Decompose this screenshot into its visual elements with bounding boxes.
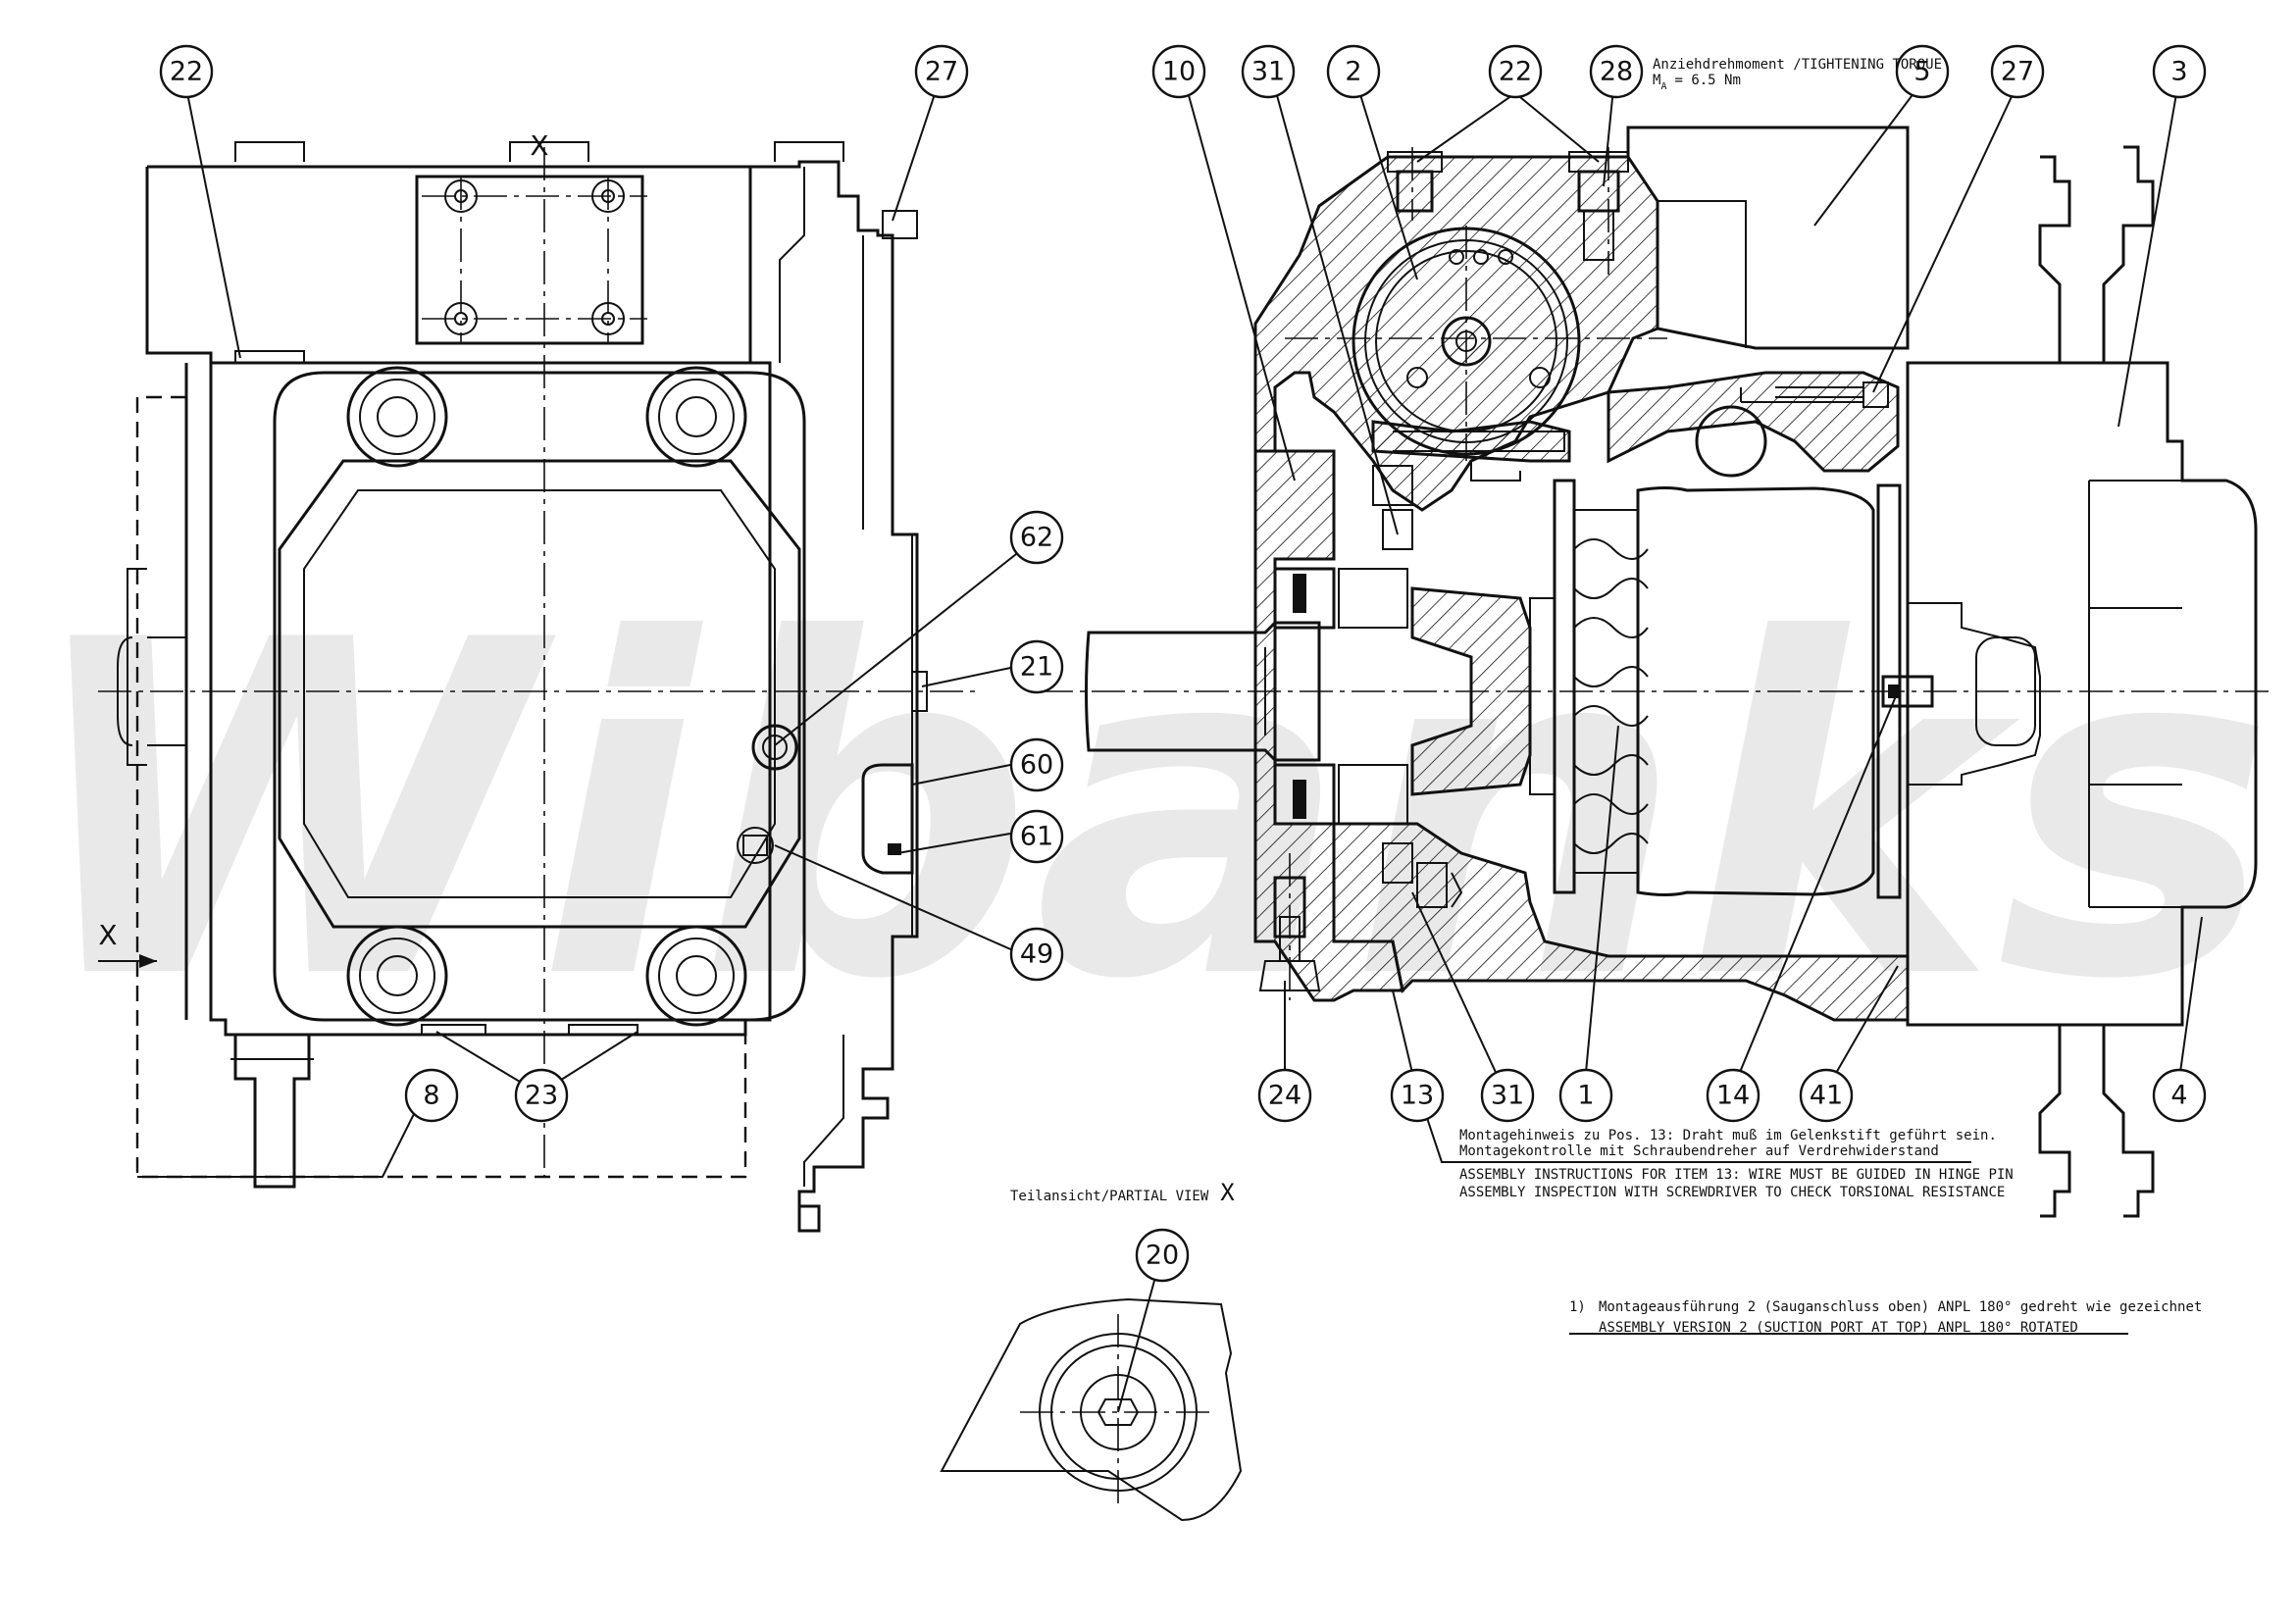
section-view (1040, 126, 2275, 1218)
bubble-27-section: 27 (1990, 44, 2045, 99)
bubble-label: 31 (1251, 57, 1285, 87)
bubble-label: 49 (1020, 939, 1053, 970)
bubble-24: 24 (1257, 1068, 1312, 1123)
drive-shaft (1085, 621, 1321, 762)
bubble-label: 13 (1401, 1081, 1434, 1111)
bubble-1: 1 (1558, 1068, 1613, 1123)
torque-value: = 6.5 Nm (1674, 73, 1740, 88)
bubble-label: 2 (1345, 57, 1361, 87)
bubble-label: 23 (525, 1081, 558, 1111)
partial-view-label: Teilansicht/PARTIAL VIEW X (1010, 1179, 1235, 1206)
bubble-label: 22 (1499, 57, 1532, 87)
bubble-20: 20 (1135, 1228, 1190, 1283)
bubble-8: 8 (404, 1068, 459, 1123)
view-marker-arrow: X (98, 919, 117, 951)
bubble-label: 62 (1020, 523, 1053, 553)
cylinder-barrel (1636, 486, 1875, 896)
bubble-23: 23 (514, 1068, 569, 1123)
assembly-note-de-1: Montagehinweis zu Pos. 13: Draht muß im … (1459, 1128, 1997, 1143)
bubble-13: 13 (1390, 1068, 1445, 1123)
bubble-2: 2 (1326, 44, 1381, 99)
bubble-label: 4 (2170, 1081, 2187, 1111)
version-note-en: ASSEMBLY VERSION 2 (SUCTION PORT AT TOP)… (1599, 1320, 2078, 1336)
bubble-label: 20 (1146, 1241, 1179, 1271)
leader-lines (137, 87, 2203, 1413)
torque-symbol: M (1653, 73, 1660, 88)
bubble-41: 41 (1799, 1068, 1854, 1123)
bubble-label: 24 (1268, 1081, 1301, 1111)
bubble-label: 61 (1020, 822, 1053, 852)
phantom-outline (135, 395, 747, 1179)
bubble-label: 60 (1020, 750, 1053, 781)
partial-view-marker: X (1220, 1179, 1235, 1206)
bubble-label: 5 (1913, 57, 1930, 87)
bubble-4: 4 (2152, 1068, 2207, 1123)
torque-note-line2: MA = 6.5 Nm (1653, 73, 1741, 92)
cover-bolts (346, 366, 747, 1027)
assembly-note-en-1: ASSEMBLY INSTRUCTIONS FOR ITEM 13: WIRE … (1459, 1167, 2014, 1183)
watermark-text: Wibanks (20, 543, 2275, 1080)
bubble-label: 22 (170, 57, 203, 87)
bubble-label: 41 (1810, 1081, 1843, 1111)
bubble-21: 21 (1009, 639, 1064, 694)
bubble-label: 3 (2170, 57, 2187, 87)
bubble-61: 61 (1009, 809, 1064, 864)
view-marker-top: X (530, 129, 548, 162)
bubble-3: 3 (2152, 44, 2207, 99)
bubble-28: 28 (1589, 44, 1644, 99)
bubble-label: 1 (1577, 1081, 1594, 1111)
bubble-label: 14 (1716, 1081, 1750, 1111)
bubble-label: 31 (1491, 1081, 1524, 1111)
bubble-31-bottom: 31 (1480, 1068, 1535, 1123)
bubble-label: 21 (1020, 652, 1053, 683)
version-note-de: Montageausführung 2 (Sauganschluss oben)… (1599, 1299, 2202, 1315)
bubble-label: 27 (925, 57, 958, 87)
front-view (98, 141, 981, 1233)
version-note-num: 1) (1569, 1299, 1586, 1315)
bubble-62: 62 (1009, 510, 1064, 565)
torque-note-line1: Anziehdrehmoment /TIGHTENING TORQUE (1653, 57, 1942, 73)
bubble-49: 49 (1009, 927, 1064, 982)
end-cover (1906, 361, 2258, 1027)
pistons (1573, 538, 1649, 854)
bubble-label: 28 (1600, 57, 1633, 87)
assembly-note-en-2: ASSEMBLY INSPECTION WITH SCREWDRIVER TO … (1459, 1185, 2005, 1200)
bubble-14: 14 (1706, 1068, 1760, 1123)
partial-view-text: Teilansicht/PARTIAL VIEW (1010, 1189, 1209, 1204)
torque-subscript: A (1660, 81, 1666, 92)
bubble-60: 60 (1009, 737, 1064, 792)
bubble-label: 10 (1162, 57, 1196, 87)
bubble-10: 10 (1151, 44, 1206, 99)
assembly-note-de-2: Montagekontrolle mit Schraubendreher auf… (1459, 1143, 1939, 1159)
bubble-5: 5 (1895, 44, 1950, 99)
bubble-31-top: 31 (1241, 44, 1296, 99)
partial-view-x (940, 1297, 1243, 1522)
bubble-27-front: 27 (914, 44, 969, 99)
housing-outline (147, 160, 919, 1233)
bubble-label: 27 (2001, 57, 2034, 87)
plate-bolts (444, 179, 625, 335)
bubble-22-section: 22 (1488, 44, 1543, 99)
bubble-22-front: 22 (159, 44, 214, 99)
bubble-label: 8 (423, 1081, 439, 1111)
